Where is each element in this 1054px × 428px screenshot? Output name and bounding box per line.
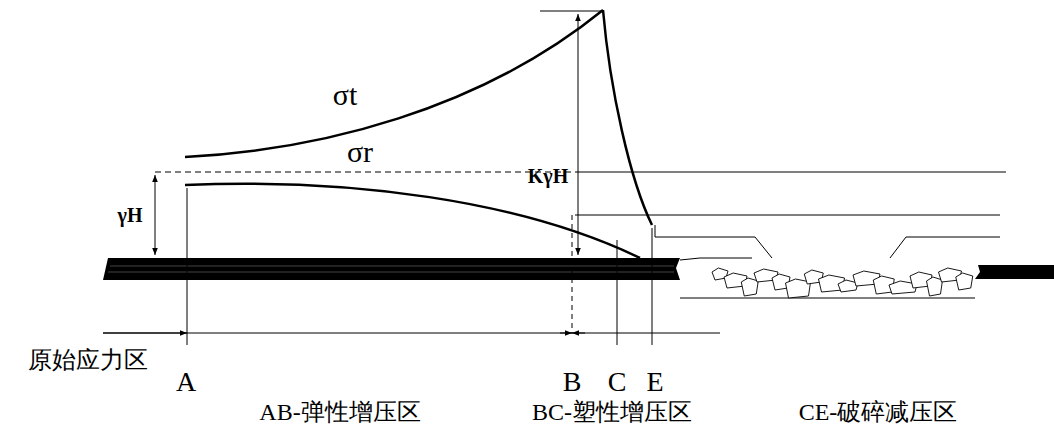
zone-label: CE-破碎减压区 [799,400,958,424]
stress-curve-label: σr [347,137,373,167]
point-letter: E [646,368,663,396]
rubble-block [927,277,943,296]
dimension-label: γH [118,205,143,225]
dimension-lines [103,11,720,345]
zone-label: BC-塑性增压区 [532,400,692,424]
zone-label: AB-弹性增压区 [259,400,420,424]
rubble-block [956,273,973,290]
dimension-label: KγH [528,166,568,186]
stress-curves [185,10,652,258]
rubble-block [741,278,758,296]
stress-curve-label: σt [333,80,358,110]
peak-position-line [572,215,573,333]
zone-label: 原始应力区 [28,348,148,372]
point-letter: B [563,368,582,396]
caved-rubble [712,268,973,298]
point-letter: A [176,368,196,396]
point-letter: C [608,368,627,396]
